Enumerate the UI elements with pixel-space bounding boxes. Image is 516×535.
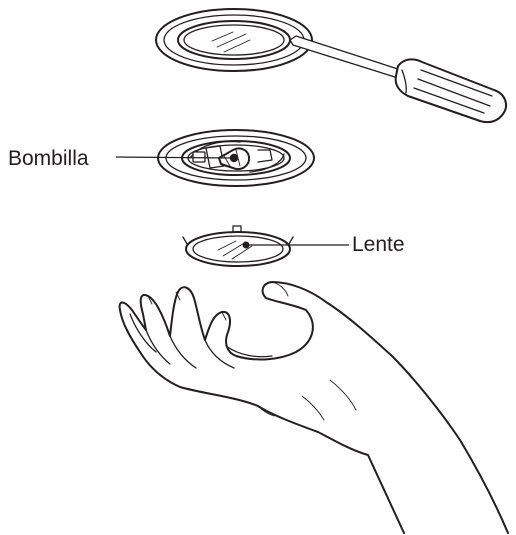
lens bbox=[183, 226, 293, 266]
lamp-housing-top bbox=[156, 9, 312, 71]
screwdriver bbox=[290, 36, 506, 122]
lens-label: Lente bbox=[352, 233, 405, 256]
lens-leader-dot bbox=[243, 242, 250, 249]
cupped-hand bbox=[120, 282, 508, 533]
bulb-label: Bombilla bbox=[8, 147, 89, 170]
